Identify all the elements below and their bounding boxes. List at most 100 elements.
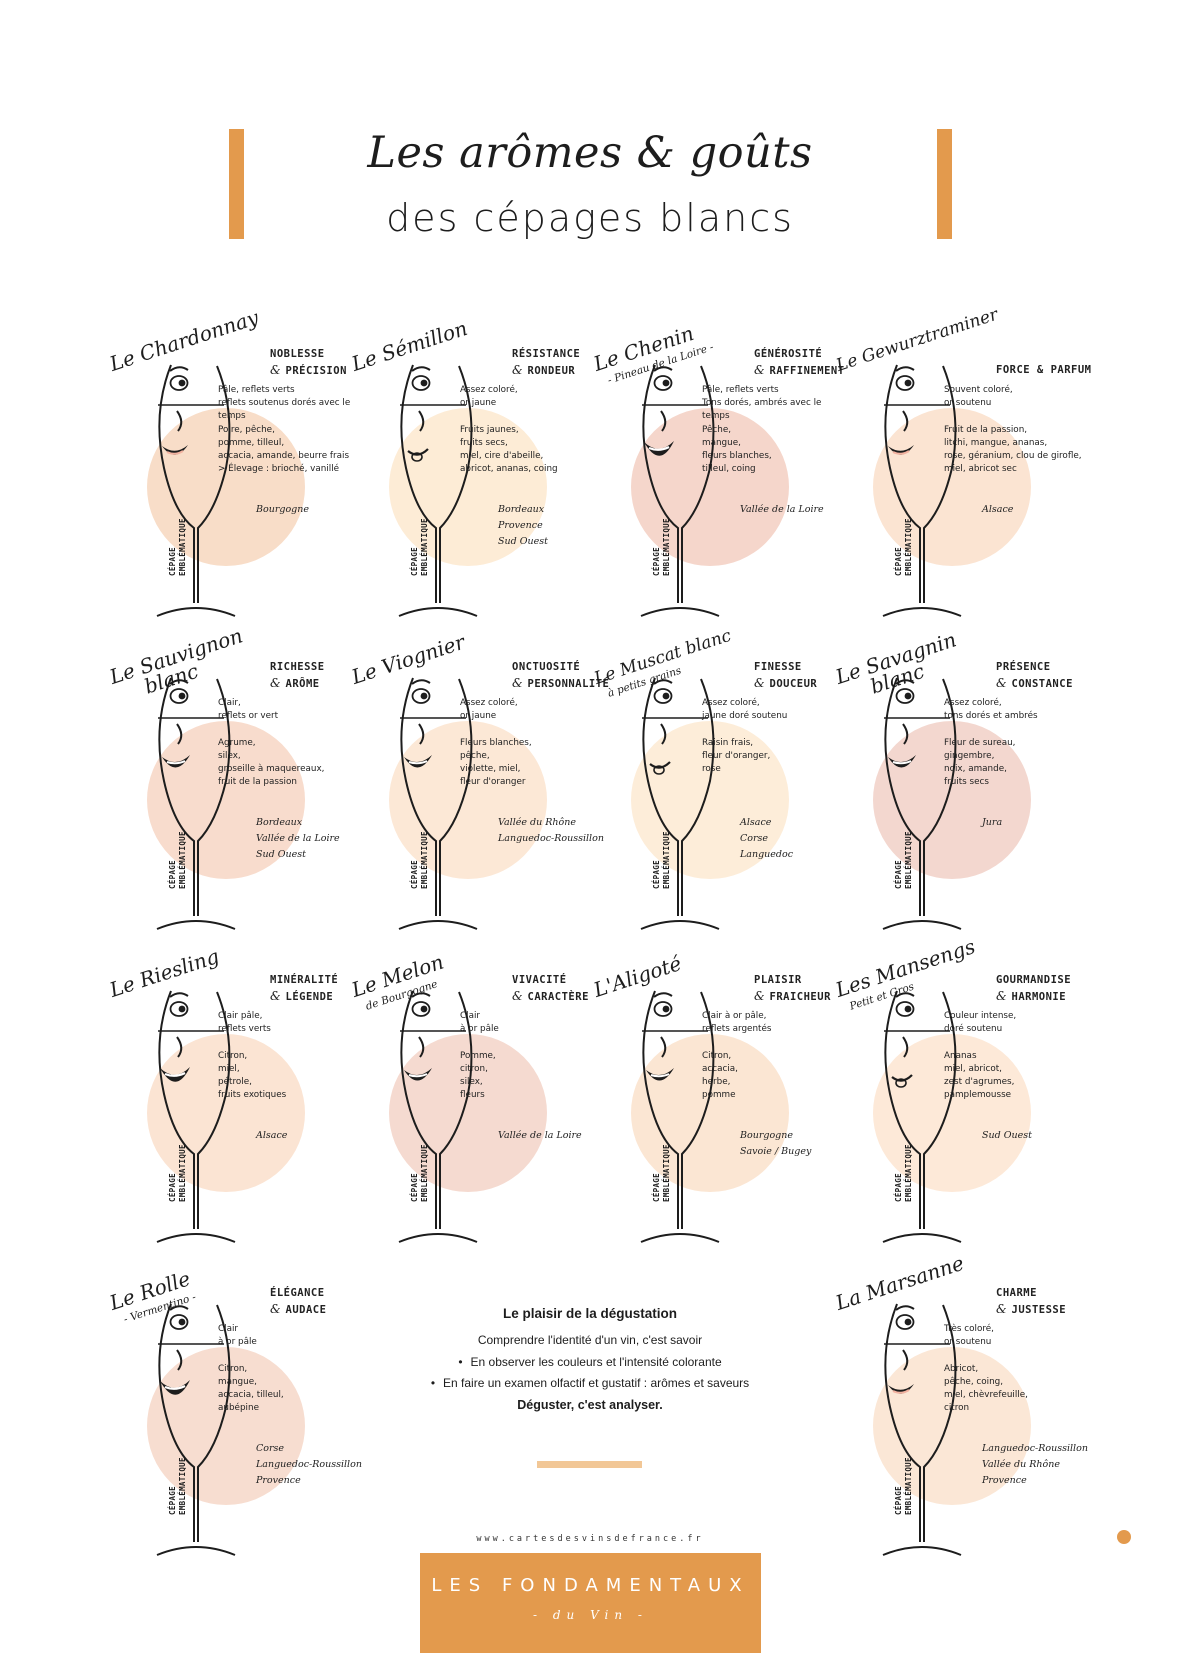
aromes-description: Fleur de sureau,gingembre,noix, amande,f… <box>944 738 1016 787</box>
tagline-line1: ÉLÉGANCE <box>270 1287 325 1299</box>
cepage-name: Le Chenin- Pineau de la Loire - <box>590 318 766 408</box>
robe-description: Assez coloré,or jaune <box>460 385 518 408</box>
tagline-line2: & CARACTÈRE <box>512 989 589 1003</box>
color-circle <box>147 408 305 566</box>
cepage-name-text: Le Viognier <box>348 629 469 689</box>
separator-bar <box>537 1461 642 1468</box>
cepage-name-text: Le Riesling <box>106 944 222 1002</box>
regions-list: Alsace <box>256 1130 288 1141</box>
wine-glass-face-icon <box>640 990 720 1243</box>
cepage-name: Le Viognier <box>348 629 524 721</box>
tagline-line2: & LÉGENDE <box>270 989 334 1003</box>
degustation-block: Le plaisir de la dégustation Comprendre … <box>420 1306 760 1412</box>
regions-list: Alsace <box>982 504 1014 515</box>
cepage-tagline: MINÉRALITÉ & LÉGENDE <box>270 972 338 1005</box>
cepage-name: Le Riesling <box>106 944 282 1034</box>
wine-glass-face-icon <box>398 677 478 930</box>
robe-description: Clair,reflets or vert <box>218 698 279 721</box>
cepage-tagline: FINESSE& DOUCEUR <box>754 659 817 692</box>
wine-glass-face-icon <box>640 364 720 617</box>
aromes-description: Pêche,mangue,fleurs blanches,tilleul, co… <box>702 425 772 474</box>
robe-description: Assez coloré,tons dorés et ambrés <box>944 698 1038 721</box>
wine-glass-face-icon <box>882 1303 962 1556</box>
color-circle <box>873 721 1031 879</box>
color-circle <box>147 1034 305 1192</box>
tagline-line2: & AUDACE <box>270 1302 327 1316</box>
degustation-list: En observer les couleurs et l'intensité … <box>420 1352 760 1394</box>
tagline-line1: GOURMANDISE <box>996 974 1072 986</box>
aromes-description: Citron,mangue,accacia, tilleul,aubépine <box>218 1364 284 1413</box>
cepage-tagline: CHARME& JUSTESSE <box>996 1285 1066 1318</box>
robe-description: Clair à or pâle,reflets argentés <box>702 1011 772 1034</box>
wine-glass-face-icon <box>156 677 236 930</box>
banner-subtitle: - du Vin - <box>533 1608 648 1622</box>
tagline-line2: & RONDEUR <box>512 363 576 377</box>
cepage-tagline: FORCE & PARFUM <box>996 362 1092 378</box>
tagline-line1: VIVACITÉ <box>512 974 567 986</box>
aromes-description: Raisin frais,fleur d'oranger,rose <box>702 738 771 774</box>
credits-column <box>1113 1200 1153 1600</box>
tagline-line2: & PERSONNALITÉ <box>512 676 610 690</box>
wine-glass-face-icon <box>156 364 236 617</box>
color-circle <box>873 1034 1031 1192</box>
color-circle <box>389 1034 547 1192</box>
robe-description: Assez coloré,or jaune <box>460 698 518 721</box>
aromes-description: Abricot,pêche, coing,miel, chèvrefeuille… <box>944 1364 1028 1413</box>
tagline-line1: GÉNÉROSITÉ <box>754 348 823 360</box>
aromes-description: Citron,accacia,herbe,pomme <box>702 1051 738 1100</box>
wine-glass-face-icon <box>640 677 720 930</box>
regions-list: Vallée de la Loire <box>740 504 824 515</box>
wine-glass-face-icon <box>156 990 236 1243</box>
robe-description: Assez coloré,jaune doré soutenu <box>702 698 788 721</box>
tagline-line1: PLAISIR <box>754 974 802 986</box>
wine-glass-face-icon <box>156 1303 236 1556</box>
aromes-description: Poire, pêche,pomme, tilleul,accacia, ama… <box>218 425 350 474</box>
tagline-line1: RICHESSE <box>270 661 325 673</box>
cepage-tagline: ONCTUOSITÉ& PERSONNALITÉ <box>512 659 609 692</box>
tagline-line2: & CONSTANCE <box>996 676 1073 690</box>
aromes-description: Fruits jaunes,fruits secs,miel, cire d'a… <box>460 425 558 474</box>
robe-description: Souvent coloré,or soutenu <box>944 385 1013 408</box>
aromes-description: Pomme,citron,silex,fleurs <box>460 1051 496 1100</box>
cepage-name: L'Aligoté <box>590 944 766 1034</box>
robe-description: Couleur intense,doré soutenu <box>944 1011 1017 1034</box>
wine-glass-face-icon <box>882 990 962 1243</box>
title-bar-left <box>229 129 244 239</box>
degustation-title: Le plaisir de la dégustation <box>502 1306 678 1321</box>
color-circle <box>389 408 547 566</box>
cepage-tagline: ÉLÉGANCE & AUDACE <box>270 1285 326 1318</box>
cepage-name-text: Le Chardonnay <box>106 305 262 376</box>
title-bar-right <box>937 129 952 239</box>
cepage-name-text: Le Sémillon <box>348 316 471 376</box>
page-subtitle: des cépages blancs <box>386 196 794 240</box>
banner-title: LES FONDAMENTAUX <box>431 1575 750 1596</box>
color-circle <box>873 408 1031 566</box>
cepage-tagline: GOURMANDISE& HARMONIE <box>996 972 1071 1005</box>
cepage-tagline: GÉNÉROSITÉ& RAFFINEMENT <box>754 346 845 379</box>
color-circle <box>147 1347 305 1505</box>
robe-description: Clair pâle,reflets verts <box>218 1011 271 1034</box>
tagline-line1: RÉSISTANCE <box>512 348 581 360</box>
tagline-line1: MINÉRALITÉ <box>270 974 339 986</box>
aromes-description: Agrume,silex,groseille à maquereaux,frui… <box>218 738 325 787</box>
